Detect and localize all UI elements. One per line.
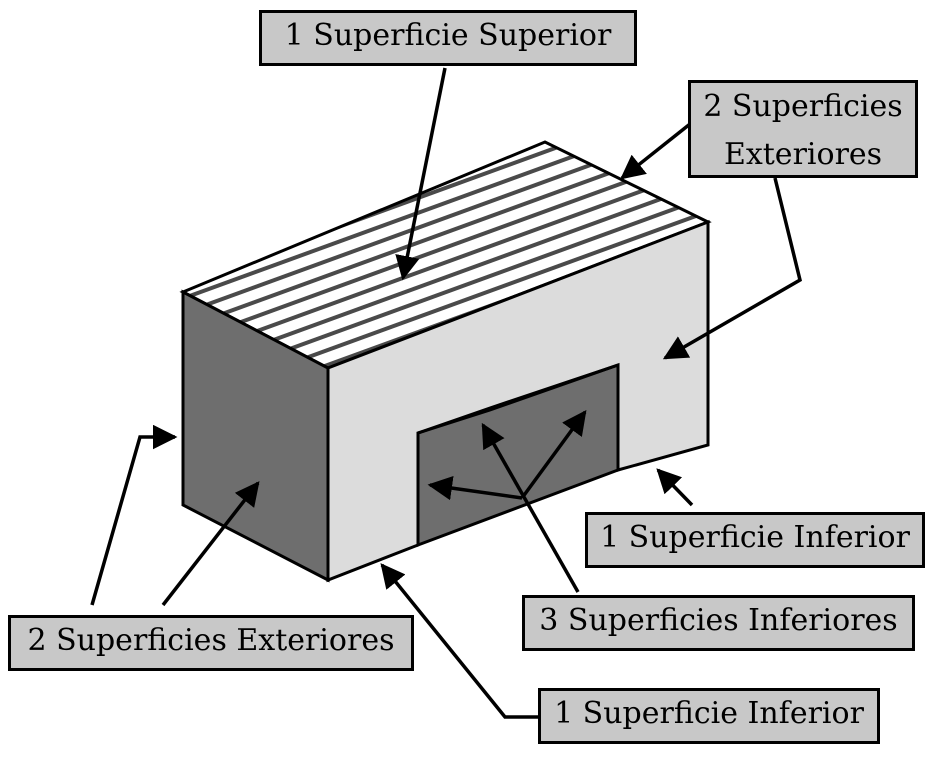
label-top-surface: 1 Superficie Superior — [259, 10, 637, 66]
label-bottom-right-text: 1 Superficie Inferior — [600, 520, 910, 555]
label-top-text: 1 Superficie Superior — [284, 18, 612, 53]
label-outer-right: 2 Superficies Exteriores — [688, 80, 918, 178]
leader-lines — [90, 67, 803, 719]
label-outer-left: 2 Superficies Exteriores — [8, 615, 414, 671]
arrow-top — [395, 67, 447, 281]
label-outer-left-text: 2 Superficies Exteriores — [27, 623, 395, 658]
arrow-outer-right-front — [662, 177, 803, 360]
arrow-inner-back — [520, 410, 587, 500]
label-bottom-right: 1 Superficie Inferior — [585, 512, 925, 568]
label-inner-bottom: 3 Superficies Inferiores — [522, 595, 915, 651]
label-outer-right-line2: Exteriores — [723, 137, 883, 172]
arrow-outer-left-face — [161, 481, 260, 607]
slot-edge — [417, 363, 619, 435]
arrow-inner-left — [427, 475, 523, 501]
arrow-outer-right-top — [620, 122, 692, 180]
arrow-outer-left-side — [90, 424, 178, 606]
label-outer-right-line1: 2 Superficies — [703, 89, 903, 124]
label-inner-bottom-text: 3 Superficies Inferiores — [539, 603, 898, 638]
arrow-bottom-left — [380, 563, 538, 719]
label-bottom-left: 1 Superficie Inferior — [538, 688, 880, 744]
arrow-bottom-right — [656, 468, 694, 507]
label-bottom-left-text: 1 Superficie Inferior — [554, 696, 864, 731]
arrow-inner-top — [481, 422, 580, 593]
